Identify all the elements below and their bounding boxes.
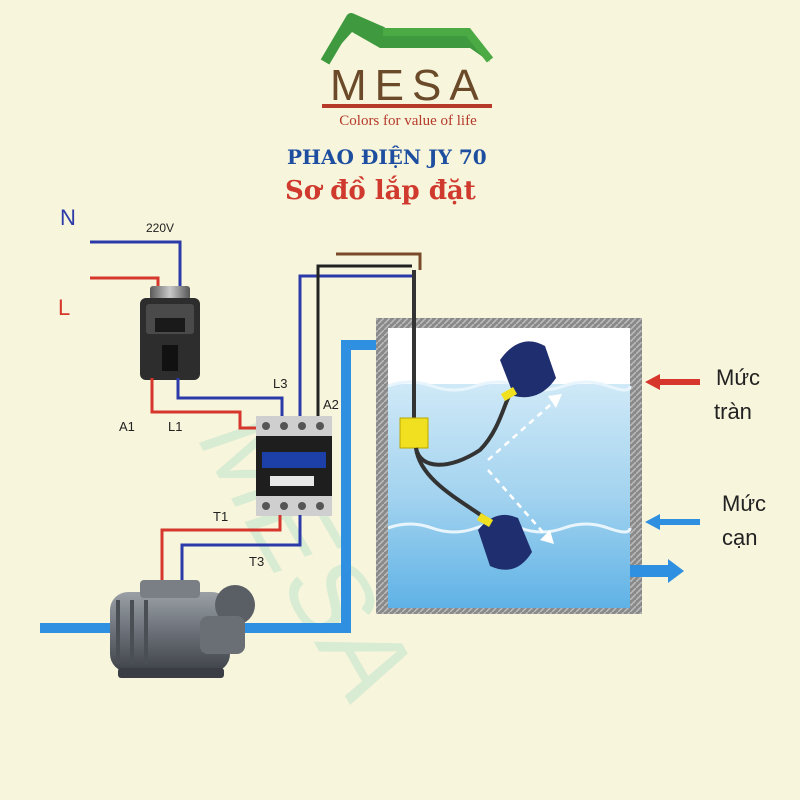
t3-wire (180, 515, 302, 585)
low-level-indicator: Mức cạn (645, 491, 766, 550)
breaker (140, 286, 200, 380)
lower-float (478, 514, 532, 570)
neutral-wire (90, 240, 182, 295)
contactor (256, 416, 332, 516)
float-brown-wire (336, 252, 422, 270)
terminal-l1: L1 (168, 419, 182, 434)
logo-underline (322, 104, 492, 108)
terminal-t3: T3 (249, 554, 264, 569)
terminal-a1: A1 (119, 419, 135, 434)
terminal-l3: L3 (273, 376, 287, 391)
l1-wire (176, 378, 284, 426)
low-level-label-2: cạn (722, 525, 757, 550)
live-wire (90, 276, 160, 296)
overflow-level-label-2: tràn (714, 399, 752, 424)
live-label: L (58, 295, 70, 320)
low-level-label-1: Mức (722, 491, 766, 516)
outlet-pipe (630, 565, 670, 577)
inlet-pipe (40, 623, 120, 633)
float-black-wire (316, 264, 412, 426)
neutral-label: N (60, 205, 76, 230)
upper-float (500, 341, 556, 398)
terminal-a2: A2 (323, 397, 339, 412)
mesa-logo: MESA (320, 13, 494, 110)
overflow-level-label-1: Mức (716, 365, 760, 390)
overflow-level-indicator: Mức tràn (645, 365, 760, 424)
voltage-label: 220V (146, 221, 174, 235)
water-pump (110, 580, 255, 678)
terminal-t1: T1 (213, 509, 228, 524)
brand-name: MESA (330, 61, 487, 110)
brand-tagline: Colors for value of life (339, 113, 477, 129)
delivery-pipe (240, 340, 398, 633)
a1-wire (150, 378, 264, 430)
t1-wire (160, 515, 282, 585)
float-switch (399, 270, 562, 570)
product-title: PHAO ĐIỆN JY 70 (287, 145, 487, 169)
float-blue-wire (298, 274, 412, 426)
diagram-subtitle: Sơ đồ lắp đặt (285, 176, 476, 206)
